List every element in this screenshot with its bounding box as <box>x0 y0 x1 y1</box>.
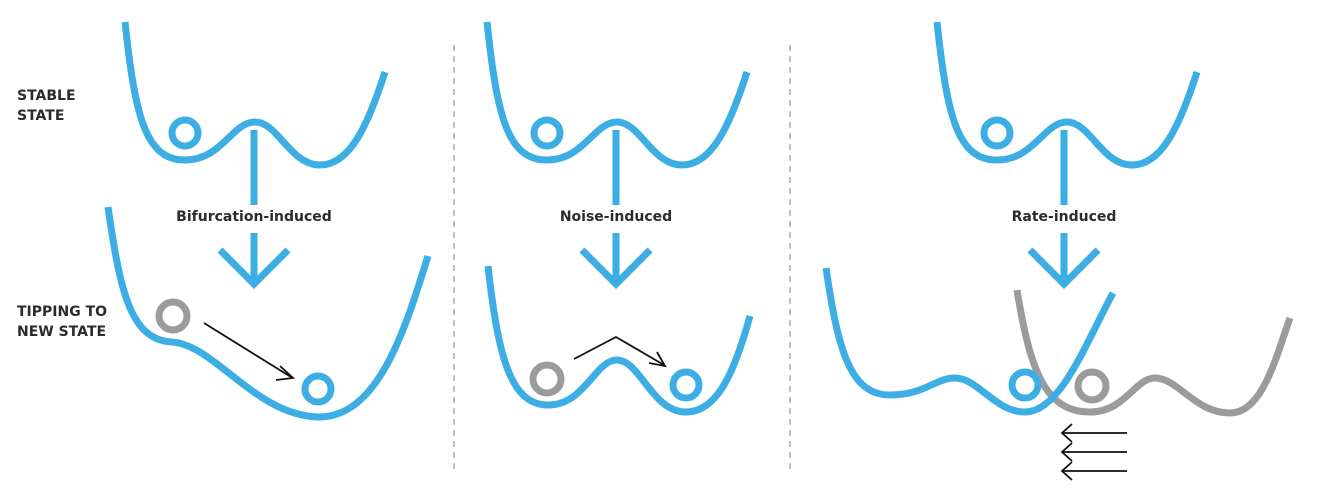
tipping-landscape-curve <box>822 267 1117 416</box>
panel-noise <box>483 21 754 416</box>
rate-shift-arrows <box>1060 423 1127 481</box>
shifted-landscape-curve <box>1013 289 1294 417</box>
down-arrow-head <box>217 247 291 289</box>
ball-old <box>1074 368 1110 404</box>
panel-bifurcation <box>104 21 432 421</box>
movement-arrow <box>203 322 292 378</box>
tipping-state-label: TIPPING TO NEW STATE <box>17 304 108 340</box>
movement-arrow-head <box>275 365 296 381</box>
movement-arrow <box>573 335 665 366</box>
ball-old <box>155 298 191 334</box>
stable-landscape-curve <box>933 21 1201 169</box>
movement-arrow-head <box>648 351 667 368</box>
rate-arrow-head <box>1060 423 1073 443</box>
tipping-landscape-curve <box>484 265 754 416</box>
stable-landscape-curve <box>121 21 389 169</box>
panel-rate <box>822 21 1294 481</box>
tipping-landscape-curve <box>104 206 432 421</box>
ball-new <box>669 368 703 402</box>
stable-state-label: STABLE STATE <box>17 88 76 124</box>
down-arrow-head <box>579 247 653 289</box>
ball-new <box>1008 368 1042 402</box>
ball-stable <box>168 116 202 150</box>
stable-landscape-curve <box>483 21 751 169</box>
ball-stable <box>980 116 1014 150</box>
ball-old <box>529 361 565 397</box>
panel-label-rate: Rate-induced <box>1009 207 1119 227</box>
rate-arrow-head <box>1060 461 1073 481</box>
panel-label-bifurcation: Bifurcation-induced <box>174 207 334 227</box>
ball-stable <box>530 116 564 150</box>
ball-new <box>301 372 335 406</box>
rate-arrow-head <box>1060 442 1073 462</box>
down-arrow-head <box>1027 247 1101 289</box>
panel-label-noise: Noise-induced <box>557 207 675 227</box>
